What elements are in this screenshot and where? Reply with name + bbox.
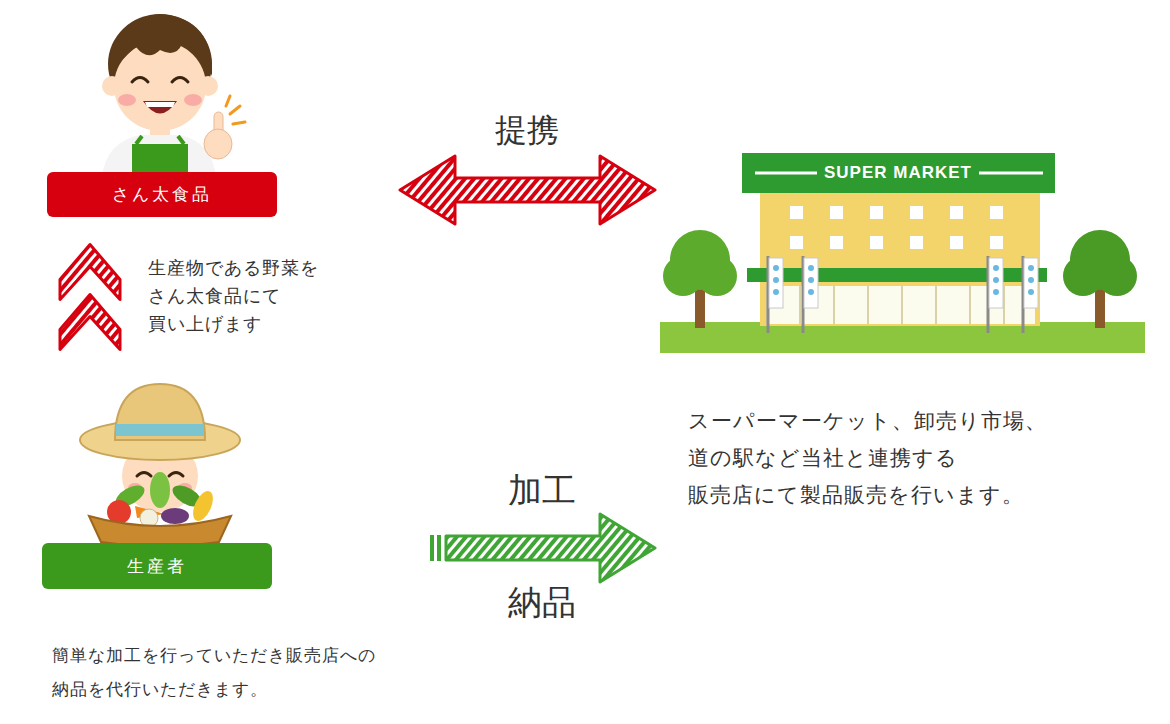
box-label: さん太食品 (112, 183, 212, 206)
tree (1063, 230, 1137, 328)
edge-label: 加工 (487, 470, 597, 510)
store-node: SUPER MARKET スーパーマーケット、卸売り市場、 道の駅など当社と連携す… (655, 148, 1150, 588)
company-node: さん太食品 (40, 0, 400, 222)
edge-label: 提携 (472, 110, 582, 150)
banner-flags (768, 256, 1038, 333)
connector (60, 245, 120, 350)
arrow-label: 納品 (487, 582, 597, 622)
farmer-character (75, 378, 245, 546)
arrow-tail-bar (430, 535, 434, 561)
box-label: 生産者 (127, 555, 187, 578)
connector (430, 514, 655, 582)
arrow-tail-bar (437, 535, 441, 561)
edge-label: 生産物である野菜を さん太食品にて 買い上げます (148, 254, 388, 338)
connector (400, 156, 655, 224)
note-text: 簡単な加工を行っていただき販売店への 納品を代行いただきます。 (52, 638, 482, 706)
label-box: さん太食品 (47, 172, 277, 217)
description-text: スーパーマーケット、卸売り市場、 道の駅など当社と連携する 販売店にて製品販売を… (688, 403, 1133, 514)
sign-text: SUPER MARKET (798, 162, 998, 184)
arrow-shape (400, 156, 655, 224)
arrow-shape (60, 245, 120, 300)
producer-node: 生産者 (40, 372, 430, 592)
arrow-shape (60, 295, 120, 350)
staff-character (80, 2, 250, 177)
label-box: 生産者 (42, 543, 272, 589)
arrow-shape (446, 514, 655, 582)
tree (663, 230, 737, 328)
